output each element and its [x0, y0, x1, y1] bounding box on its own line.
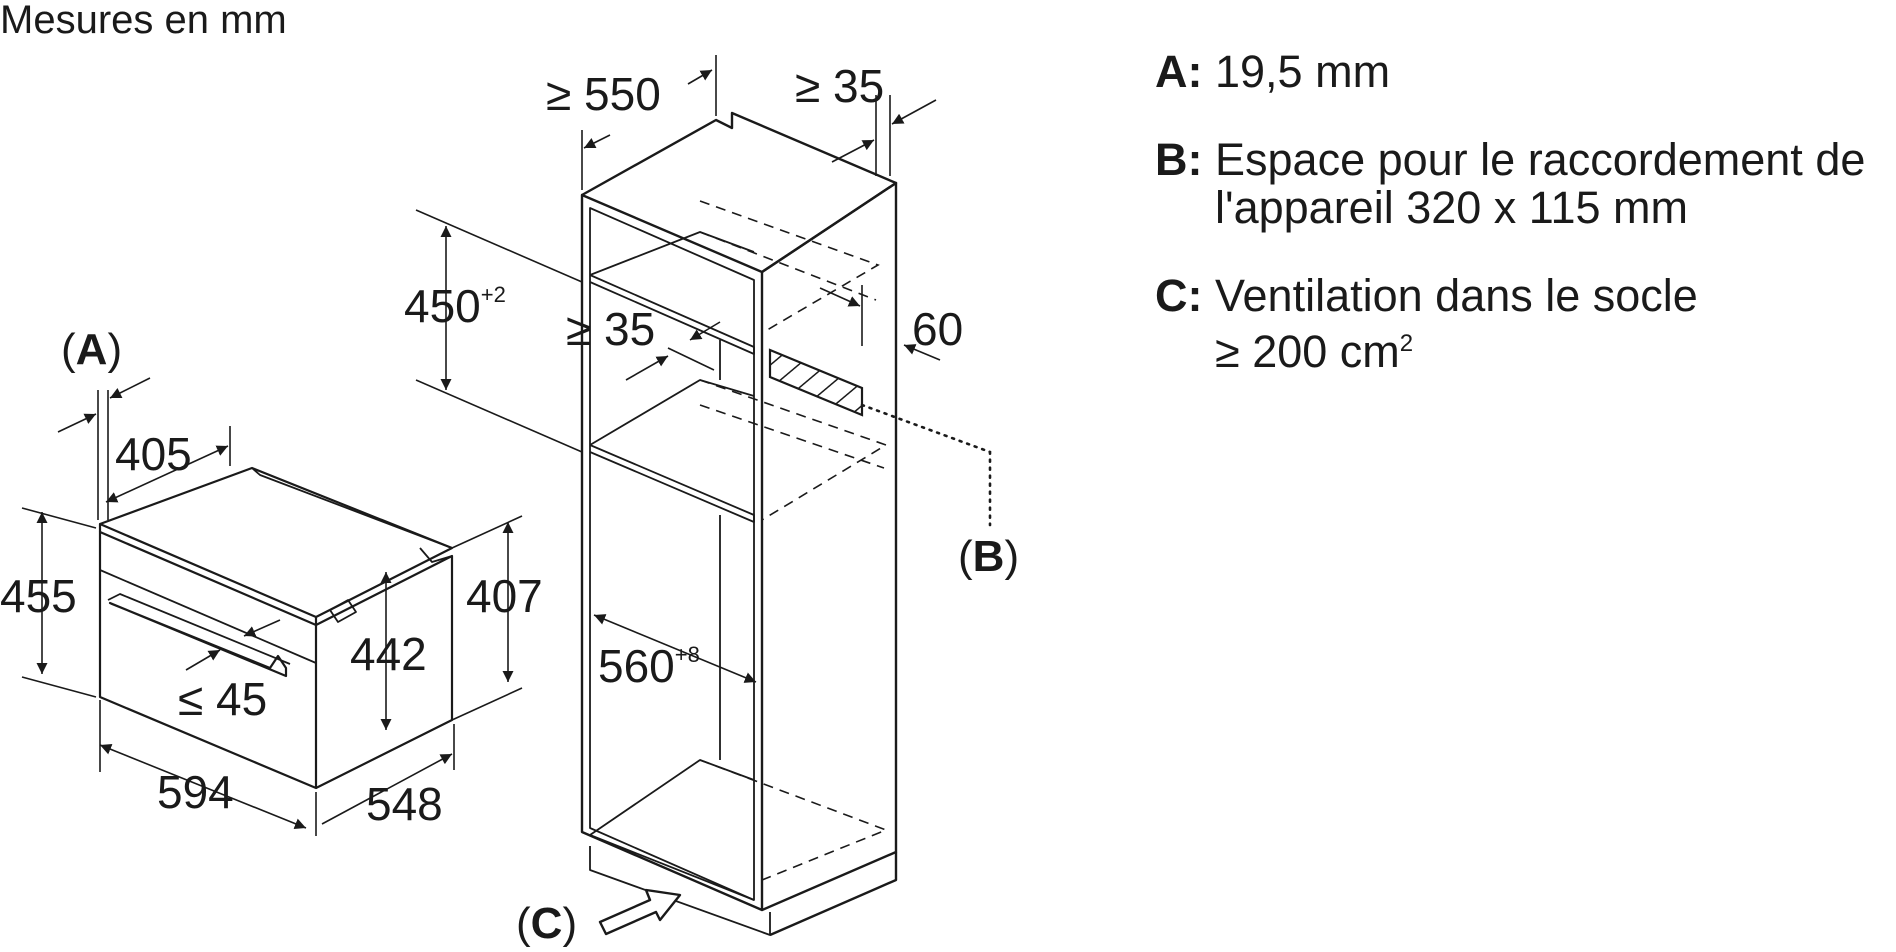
cabinet-top	[581, 111, 898, 273]
cabinet-drawing	[580, 111, 898, 937]
legend-text: 19,5 mm	[1215, 46, 1391, 97]
oven-depth-body: 548	[366, 778, 443, 830]
oven-label-a: (A)	[61, 325, 122, 374]
oven-dimension-lines	[21, 377, 523, 836]
oven-handle	[108, 601, 288, 678]
legend-item-a: A: 19,5 mm	[1155, 48, 1890, 96]
oven-depth-total: 405	[115, 428, 192, 480]
oven-height-rear: 407	[466, 570, 543, 622]
legend-text: Ventilation dans le socle ≥ 200 cm2	[1215, 270, 1698, 377]
callout-b: (B)	[958, 532, 1019, 581]
legend-text: Espace pour le raccordement de l'apparei…	[1215, 134, 1866, 233]
connection-zone-b	[768, 348, 864, 417]
cabinet-shelf-niche	[589, 379, 755, 446]
legend-key: A:	[1155, 46, 1203, 97]
oven-height-body: 442	[350, 628, 427, 680]
callout-c: (C)	[516, 899, 577, 948]
cabinet-niche-height: 450+2	[404, 280, 506, 332]
cabinet-min-depth: ≥ 550	[546, 68, 661, 120]
cabinet-plinth	[589, 846, 771, 936]
oven-front-trim	[98, 522, 318, 625]
oven-height-total: 455	[0, 570, 77, 622]
legend-superscript: 2	[1399, 330, 1414, 357]
legend: A: 19,5 mm B: Espace pour le raccordemen…	[1155, 48, 1890, 416]
oven-handle-gap: ≤ 45	[178, 673, 267, 725]
legend-item-b: B: Espace pour le raccordement de l'appa…	[1155, 136, 1890, 232]
legend-key: B:	[1155, 134, 1203, 185]
legend-key: C:	[1155, 270, 1203, 321]
cabinet-niche-width: 560+8	[598, 640, 700, 692]
ventilation-arrow-c	[598, 888, 682, 936]
cabinet-hidden-lines	[699, 200, 889, 881]
cabinet-side	[761, 181, 898, 912]
legend-item-c: C: Ventilation dans le socle ≥ 200 cm2	[1155, 272, 1890, 376]
cabinet-inner-gap: ≥ 35	[566, 303, 655, 355]
cabinet-base	[589, 759, 755, 836]
page-title: Mesures en mm	[0, 0, 287, 42]
cabinet-rear-gap-top: ≥ 35	[795, 60, 884, 112]
oven-width: 594	[157, 766, 234, 818]
cabinet-connection-offset: 60	[912, 303, 963, 355]
cabinet-dimension-lines	[415, 55, 941, 683]
connection-leader-b	[860, 403, 992, 527]
